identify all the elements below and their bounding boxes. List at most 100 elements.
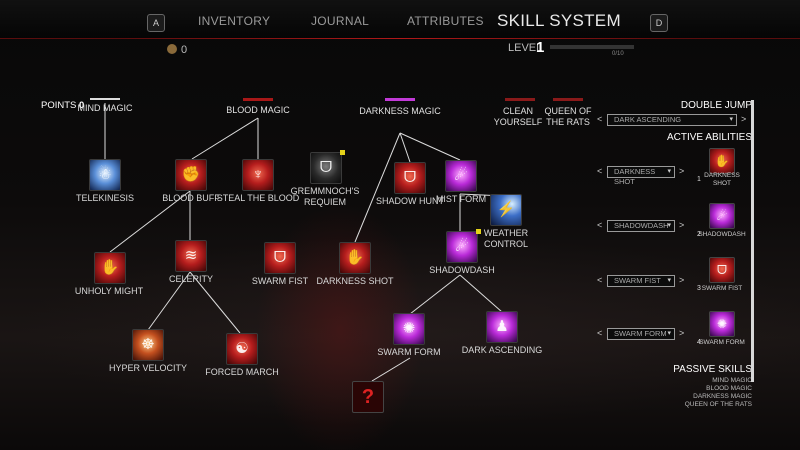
tab-skill-system[interactable]: SKILL SYSTEM [497,11,621,30]
category-darkness-magic[interactable]: DARKNESS MAGIC [359,106,441,116]
skill-darkness-shot[interactable]: ✋ [339,242,371,274]
passive-skill-item: MIND MAGIC [712,377,752,384]
active-abilities-title: ACTIVE ABILITIES [666,132,752,143]
unholy-might-icon: ✋ [100,259,120,276]
skill-weather-control[interactable]: ⚡ [490,194,522,226]
active-slot-2-selected: SHADOWDASH [614,221,669,230]
mind-magic-bar [90,98,120,100]
points-value: 0 [79,100,85,111]
chevron-right-icon[interactable]: > [679,166,685,176]
active-slot-3-icon[interactable]: ᗜ [709,257,735,283]
link-celerity-hyper [147,271,191,331]
active-slot-1-selected: DARKNESS SHOT [614,167,656,186]
open-hand-icon: ✋ [345,249,365,266]
chevron-left-icon[interactable]: < [597,328,603,338]
double-jump-selected: DARK ASCENDING [614,115,682,124]
chevron-down-icon: ▾ [667,168,671,175]
swirl-icon: ☯ [235,340,249,357]
prev-tab-key[interactable]: A [147,14,165,32]
active-slot-1-select[interactable]: DARKNESS SHOT ▾ [607,166,675,186]
chevron-down-icon: ▾ [667,330,671,337]
category-mind-magic[interactable]: MIND MAGIC [77,103,133,113]
link-darkness-shot [354,132,401,243]
passive-skills-title: PASSIVE SKILLS [673,364,752,375]
active-slot-2-select[interactable]: SHADOWDASH ▾ [607,220,675,232]
fangs-icon: ᗜ [717,263,727,277]
active-slot-2-label: SHADOWDASH [698,231,746,238]
chevron-left-icon[interactable]: < [597,275,603,285]
link-darkness-mist [399,132,461,161]
skill-hyper-velocity[interactable]: ☸ [132,329,164,361]
new-skill-marker [340,150,345,155]
chevron-down-icon: ▾ [729,116,733,123]
active-slot-4-selected: SWARM FORM [614,329,667,338]
skill-shadowdash[interactable]: ☄ [446,231,478,263]
skill-dark-ascending[interactable]: ♟ [486,311,518,343]
skill-telekinesis-label: TELEKINESIS [75,193,135,203]
category-queen-of-the-rats[interactable]: QUEEN OF THE RATS [544,106,592,127]
skill-shadow-hunt[interactable]: ᗜ [394,162,426,194]
ascending-figure-icon: ♟ [495,318,509,335]
link-darkness-shadowhunt [399,132,411,163]
skill-swarm-form-label: SWARM FORM [377,347,441,357]
tab-inventory[interactable]: INVENTORY [198,14,271,28]
next-tab-key[interactable]: D [650,14,668,32]
skill-dark-ascending-label: DARK ASCENDING [461,345,543,355]
darkness-magic-bar [385,98,415,101]
skill-forced-march-label: FORCED MARCH [205,367,279,377]
chevron-right-icon[interactable]: > [679,275,685,285]
link-shadowdash-darkascending [459,274,503,313]
skill-unholy-might-label: UNHOLY MIGHT [74,286,144,296]
skill-shadow-hunt-label: SHADOW HUNT [376,196,444,206]
question-mark-icon: ? [361,386,375,408]
hyper-velocity-icon: ☸ [141,336,155,353]
active-slot-2-icon[interactable]: ☄ [709,203,735,229]
active-slot-1-label: DARKNESS SHOT [704,172,740,187]
tab-attributes[interactable]: ATTRIBUTES [407,14,484,28]
fangs-icon: ᗜ [273,249,287,266]
passive-skill-item: DARKNESS MAGIC [693,393,752,400]
active-slot-3-select[interactable]: SWARM FIST ▾ [607,275,675,287]
chevron-right-icon[interactable]: > [741,114,747,124]
right-panel-scrollbar[interactable] [751,100,754,382]
skill-mist-form[interactable]: ☄ [445,160,477,192]
category-blood-magic[interactable]: BLOOD MAGIC [226,105,290,115]
chevron-right-icon[interactable]: > [679,220,685,230]
skill-steal-the-blood-label: STEAL THE BLOOD [216,193,300,203]
slot-number: 1 [697,176,701,183]
active-slot-4-icon[interactable]: ✺ [709,311,735,337]
points-label: POINTS [41,100,77,111]
chevron-left-icon[interactable]: < [597,166,603,176]
active-slot-1-icon[interactable]: ✋ [709,148,735,174]
lightning-storm-icon: ⚡ [496,201,516,218]
skill-celerity[interactable]: ≋ [175,240,207,272]
skill-blood-buff[interactable]: ✊ [175,159,207,191]
level-value: 1 [536,39,545,56]
new-skill-marker [476,229,481,234]
skill-locked[interactable]: ? [352,381,384,413]
chevron-right-icon[interactable]: > [679,328,685,338]
open-hand-icon: ✋ [714,154,730,168]
active-slot-4-select[interactable]: SWARM FORM ▾ [607,328,675,340]
skill-telekinesis[interactable]: ☃ [89,159,121,191]
skill-steal-the-blood[interactable]: ♆ [242,159,274,191]
fangs-icon: ᗜ [319,159,333,176]
slot-number: 2 [697,231,701,238]
chevron-left-icon[interactable]: < [597,220,603,230]
double-jump-select[interactable]: DARK ASCENDING ▾ [607,114,737,126]
category-clean-yourself[interactable]: CLEAN YOURSELF [493,106,543,127]
link-buff-unholy [109,190,191,253]
tab-journal[interactable]: JOURNAL [311,14,370,28]
skill-forced-march[interactable]: ☯ [226,333,258,365]
skill-unholy-might[interactable]: ✋ [94,252,126,284]
dashing-figure-icon: ☄ [455,238,469,255]
link-swarmform-locked [371,357,411,382]
skill-gremmnochs-requiem[interactable]: ᗜ [310,152,342,184]
telekinesis-icon: ☃ [98,166,112,183]
chevron-left-icon[interactable]: < [597,114,603,124]
link-shadowdash-swarmform [409,274,461,315]
xp-text: 0/10 [612,51,624,57]
mist-figure-icon: ☄ [454,167,468,184]
skill-swarm-fist[interactable]: ᗜ [264,242,296,274]
skill-swarm-form[interactable]: ✺ [393,313,425,345]
